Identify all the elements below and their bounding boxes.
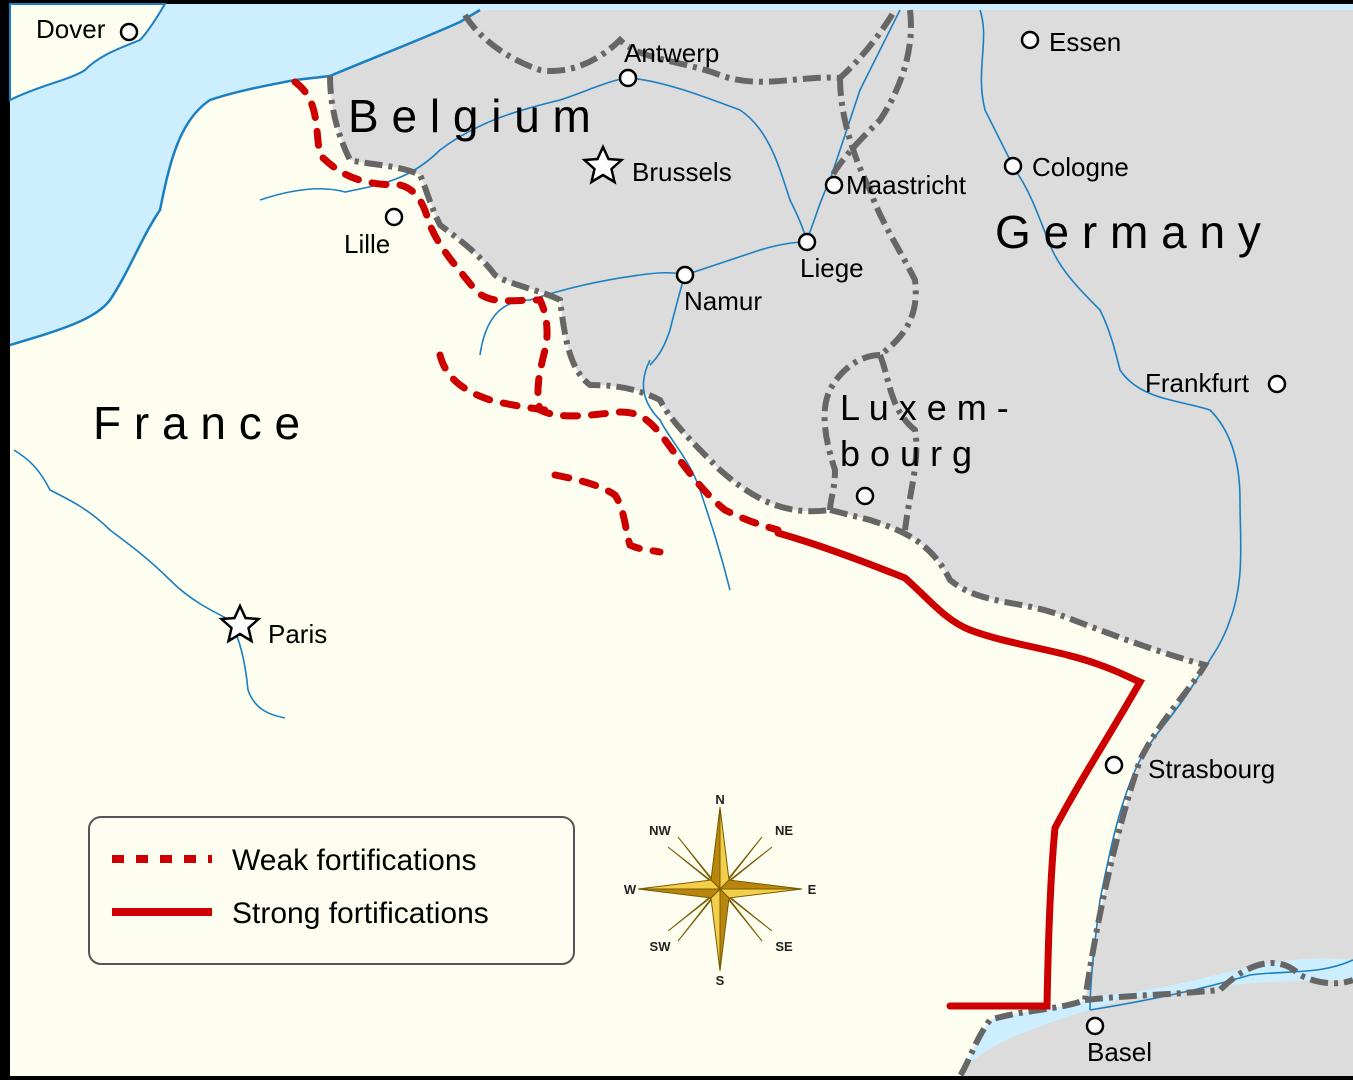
neighbor-land — [330, 10, 1353, 1076]
city-label-strasbourg: Strasbourg — [1148, 754, 1275, 784]
city-label-maastricht: Maastricht — [846, 170, 967, 200]
river-meuse-south — [642, 359, 731, 591]
legend-box — [88, 816, 575, 965]
city-label-paris: Paris — [268, 619, 327, 649]
weak-fortification-south — [551, 471, 664, 556]
city-label-cologne: Cologne — [1032, 152, 1129, 182]
river-swiss — [1089, 959, 1353, 1011]
city-marker-dover — [119, 22, 139, 42]
legend-weak-label: Weak fortifications — [232, 844, 477, 877]
city-marker-antwerp — [618, 68, 638, 88]
border-netherlands-germany — [827, 9, 914, 182]
city-label-lille: Lille — [344, 229, 390, 259]
city-marker-essen — [1020, 30, 1040, 50]
city-label-liege: Liege — [800, 253, 864, 283]
river-scheldt — [259, 77, 807, 243]
city-marker-frankfurt — [1267, 374, 1287, 394]
country-label-france: F r a n c e — [93, 397, 300, 449]
city-label-dover: Dover — [36, 14, 106, 44]
borders — [327, 8, 1353, 1078]
city-label-antwerp: Antwerp — [624, 38, 719, 68]
compass-sw: SW — [650, 939, 672, 954]
country-label-belgium: B e l g i u m — [348, 90, 591, 142]
border-france-belgium — [327, 75, 831, 515]
coastline — [9, 8, 481, 347]
city-label-essen: Essen — [1049, 27, 1121, 57]
compass-nw: NW — [649, 823, 671, 838]
river-seine — [13, 449, 286, 719]
border-france-germany — [829, 507, 1210, 1078]
city-marker-lille — [384, 207, 404, 227]
city-marker-namur — [675, 265, 695, 285]
city-marker-strasbourg — [1104, 755, 1124, 775]
capital-star-paris — [218, 602, 262, 644]
country-label-luxembourg-1: L u x e m - — [840, 387, 1009, 428]
compass-w: W — [624, 882, 637, 897]
country-label-luxembourg-2: b o u r g — [840, 433, 972, 474]
border-luxembourg — [821, 352, 920, 531]
city-label-basel: Basel — [1087, 1037, 1152, 1067]
border-belgium-germany — [837, 77, 919, 358]
compass-n: N — [715, 792, 724, 807]
weak-fortification-middle — [436, 351, 549, 414]
river-sambre — [649, 274, 686, 366]
legend: Weak fortifications Strong fortification… — [88, 816, 575, 965]
city-label-namur: Namur — [684, 286, 762, 316]
compass-s: S — [716, 973, 725, 988]
country-label-germany: G e r m a n y — [995, 206, 1261, 258]
weak-fortification-north — [291, 78, 782, 534]
city-marker-basel — [1085, 1016, 1105, 1036]
city-label-frankfurt: Frankfurt — [1145, 368, 1250, 398]
border-swiss — [1084, 960, 1353, 1003]
city-label-brussels: Brussels — [632, 157, 732, 187]
city-marker-liege — [797, 232, 817, 252]
compass-ne: NE — [775, 823, 793, 838]
border-belgium-netherlands — [462, 8, 898, 85]
city-marker-maastricht — [824, 175, 844, 195]
legend-strong-label: Strong fortifications — [232, 897, 489, 930]
compass-e: E — [808, 882, 817, 897]
city-marker-luxembourg — [855, 486, 875, 506]
compass-rose: N NE E SE S SW W NW — [624, 792, 817, 988]
city-marker-cologne — [1003, 156, 1023, 176]
compass-star-major — [637, 806, 803, 972]
capital-star-brussels — [581, 143, 625, 185]
strong-fortification — [774, 529, 1146, 1010]
compass-se: SE — [775, 939, 793, 954]
city-markers — [119, 22, 1287, 1036]
fortifications — [291, 78, 1146, 1010]
